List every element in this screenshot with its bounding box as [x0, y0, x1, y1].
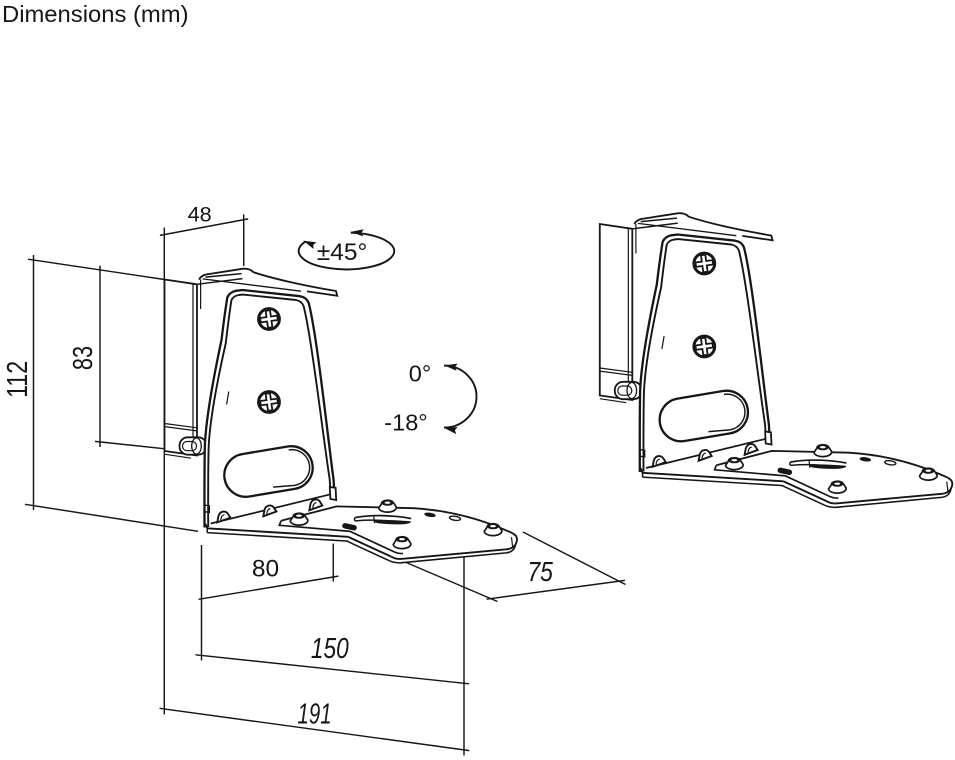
svg-text:75: 75 — [527, 556, 553, 587]
svg-text:±45°: ±45° — [317, 239, 368, 266]
svg-text:0°: 0° — [409, 360, 431, 386]
svg-text:48: 48 — [188, 201, 212, 226]
svg-text:150: 150 — [311, 633, 349, 665]
svg-text:83: 83 — [67, 346, 98, 370]
svg-text:191: 191 — [298, 699, 332, 731]
svg-text:-18°: -18° — [384, 409, 427, 435]
svg-text:80: 80 — [252, 555, 279, 582]
svg-text:112: 112 — [2, 361, 34, 398]
svg-text:Dimensions (mm): Dimensions (mm) — [2, 1, 189, 27]
